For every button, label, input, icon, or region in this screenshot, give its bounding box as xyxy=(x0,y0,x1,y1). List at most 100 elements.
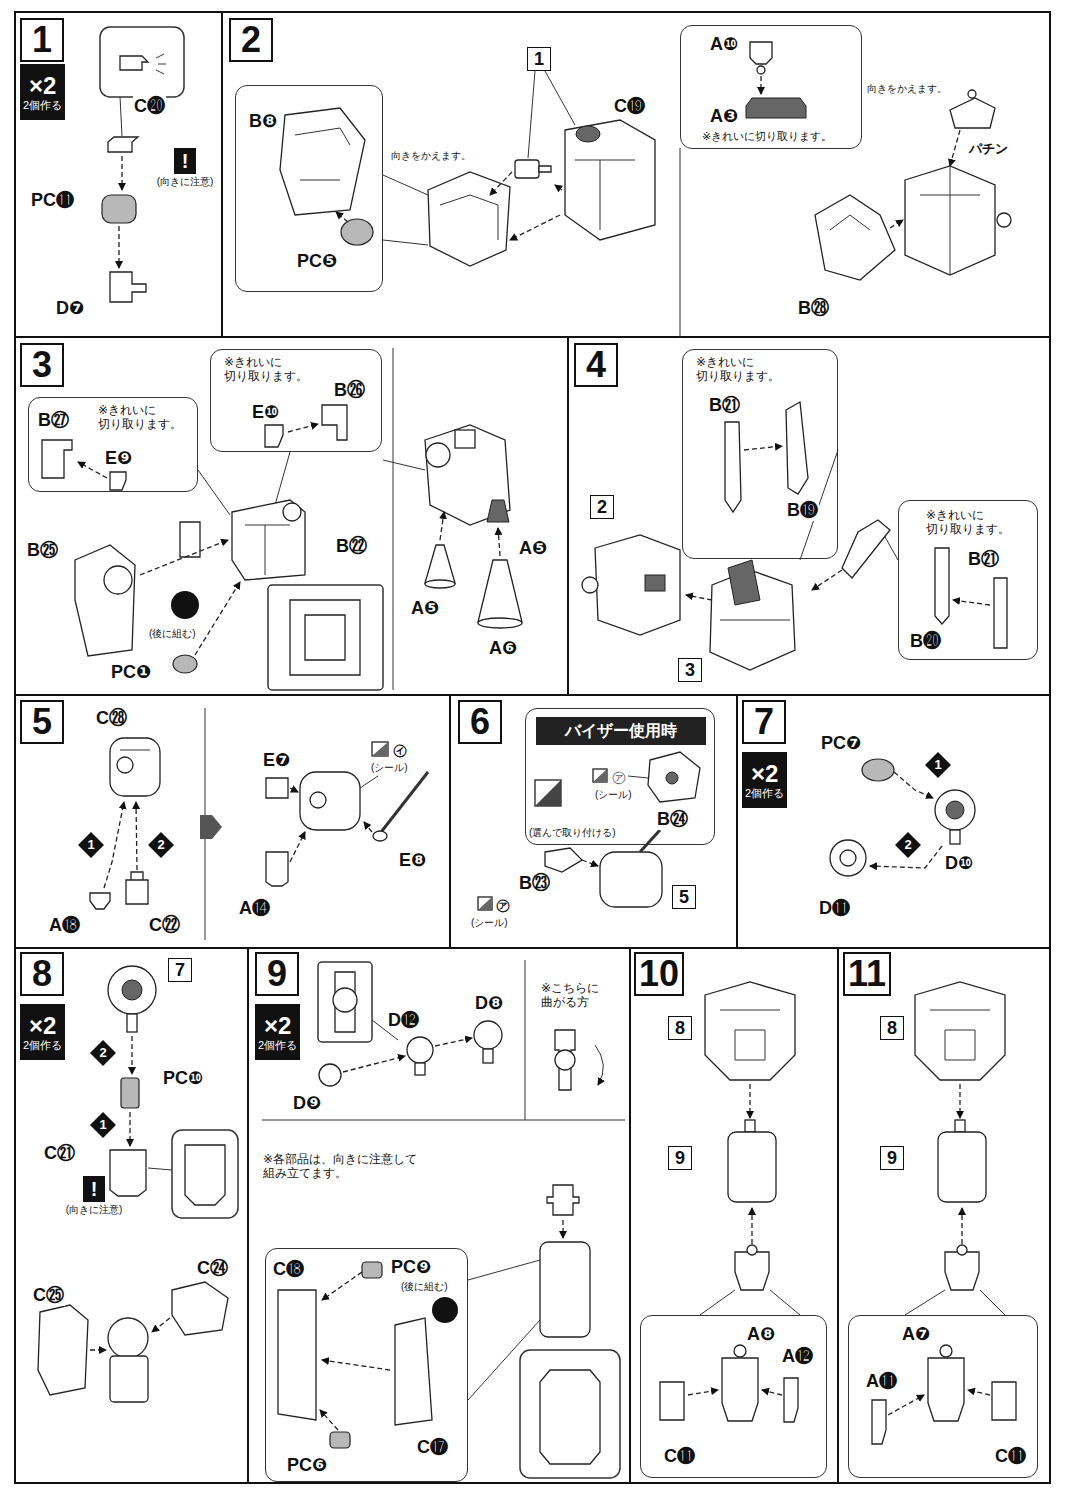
quantity-note: 2個作る xyxy=(23,1039,62,1051)
part-label: D⓫ xyxy=(818,898,851,919)
part-label: C㉒ xyxy=(148,915,181,936)
note-text: 向きをかえます。 xyxy=(866,83,948,95)
reference-box: 8 xyxy=(880,1016,904,1040)
part-label: PC❺ xyxy=(296,251,338,272)
part-drawing xyxy=(478,897,492,910)
part-drawing xyxy=(152,1318,170,1332)
order-number: 1 xyxy=(925,752,951,778)
diamond-fill xyxy=(148,832,174,858)
part-drawing xyxy=(110,472,126,490)
part-drawing xyxy=(968,1390,990,1395)
reference-box: 9 xyxy=(668,1146,692,1170)
note-text: ※きれいに 切り取ります。 xyxy=(97,404,189,432)
part-drawing xyxy=(171,591,199,619)
part-drawing xyxy=(950,130,960,166)
step-number-box: 9 xyxy=(255,952,299,996)
part-drawing xyxy=(728,1132,776,1202)
part-label: C⓳ xyxy=(613,96,646,117)
part-drawing xyxy=(997,213,1011,227)
part-drawing xyxy=(840,850,856,866)
step-8-drawing xyxy=(38,966,238,1402)
step-number-box: 7 xyxy=(742,700,786,744)
note-text: ※きれいに切り取ります。 xyxy=(701,130,833,143)
part-drawing xyxy=(749,1084,750,1118)
note-text: (選んで取り付ける) xyxy=(528,827,617,839)
part-label: A⓮ xyxy=(238,898,271,919)
part-drawing xyxy=(185,1145,225,1205)
step-6-drawing xyxy=(478,752,700,910)
part-drawing xyxy=(100,27,184,97)
part-drawing xyxy=(666,772,678,784)
part-drawing xyxy=(628,776,648,778)
caution-symbol: ! xyxy=(174,148,196,174)
part-drawing xyxy=(395,1318,432,1425)
part-label: PC❿ xyxy=(162,1068,204,1089)
step-10-drawing xyxy=(660,982,800,1422)
part-label: PC❶ xyxy=(110,662,152,683)
note-text: (シール) xyxy=(470,917,509,929)
part-drawing xyxy=(490,172,512,195)
part-drawing xyxy=(747,1245,757,1255)
callout-bubble: A❿A❸※きれいに切り取ります。 xyxy=(680,25,862,149)
part-drawing xyxy=(955,1120,965,1132)
part-drawing xyxy=(200,815,222,839)
part-drawing xyxy=(734,1345,746,1357)
step-number-box: 10 xyxy=(634,952,684,996)
note-text: (後に組む) xyxy=(400,1281,449,1293)
callout-bubble: A❼A⓫C⓫ xyxy=(848,1315,1038,1478)
panel-frame xyxy=(15,12,1050,1483)
part-drawing xyxy=(515,160,539,178)
part-drawing xyxy=(121,1078,139,1108)
step-number: 10 xyxy=(639,956,679,992)
part-drawing xyxy=(360,776,378,788)
part-label: E❼ xyxy=(262,750,291,771)
part-drawing xyxy=(104,802,124,888)
part-label: A❻ xyxy=(488,638,518,659)
reference-box: 5 xyxy=(672,885,696,909)
part-label: B㉑ xyxy=(708,395,741,416)
step-number: 7 xyxy=(754,704,774,740)
part-drawing xyxy=(104,566,132,594)
part-drawing xyxy=(930,1010,990,1060)
part-label: PC⓫ xyxy=(30,190,75,211)
part-drawing xyxy=(540,1370,600,1464)
part-drawing xyxy=(961,1208,962,1244)
part-drawing xyxy=(660,1382,684,1420)
part-label: A❼ xyxy=(901,1324,931,1345)
part-drawing xyxy=(108,1318,148,1358)
note-text: ※各部品は、向きに注意して 組み立てます。 xyxy=(262,1153,434,1181)
part-drawing xyxy=(950,98,995,128)
part-drawing xyxy=(136,802,137,870)
part-drawing xyxy=(890,220,903,228)
part-drawing xyxy=(90,893,110,909)
part-label: C⓱ xyxy=(416,1437,449,1458)
reference-number: 3 xyxy=(685,661,695,679)
part-drawing xyxy=(539,166,551,172)
part-drawing xyxy=(330,1432,350,1448)
part-label: C㉔ xyxy=(196,1258,229,1279)
part-drawing xyxy=(425,580,455,588)
step-number-box: 1 xyxy=(20,18,64,62)
part-drawing xyxy=(830,215,870,230)
step-number: 4 xyxy=(586,347,606,383)
part-drawing xyxy=(487,500,509,522)
part-drawing xyxy=(705,982,795,1080)
step-3-drawing xyxy=(42,405,522,690)
part-drawing xyxy=(894,772,933,798)
part-label: C⓲ xyxy=(272,1259,305,1280)
diamond-fill xyxy=(90,1040,116,1066)
part-drawing xyxy=(172,1130,238,1218)
diamond-fill xyxy=(90,1112,116,1138)
part-drawing xyxy=(120,56,148,70)
part-drawing xyxy=(148,1168,172,1170)
part-label: B⓴ xyxy=(909,631,942,652)
part-label: PC❾ xyxy=(390,1257,432,1278)
part-drawing xyxy=(535,780,561,806)
part-drawing xyxy=(957,1245,967,1255)
part-drawing xyxy=(129,1112,130,1146)
part-drawing xyxy=(575,160,635,230)
order-number: 2 xyxy=(148,832,174,858)
part-drawing xyxy=(232,500,305,580)
part-drawing xyxy=(383,460,425,470)
part-drawing xyxy=(994,578,1007,648)
